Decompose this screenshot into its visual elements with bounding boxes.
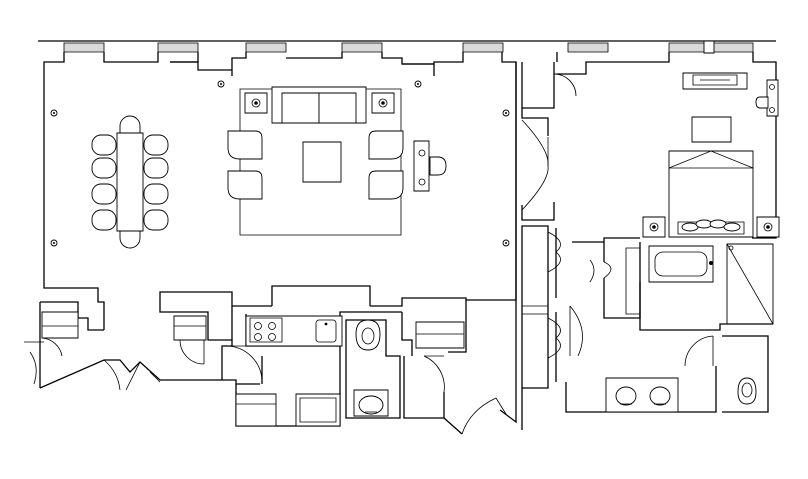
powder-room <box>346 320 400 418</box>
bench <box>692 117 731 142</box>
desk-chair <box>414 141 446 191</box>
bath-door <box>685 336 713 366</box>
double-door-hall <box>522 120 548 210</box>
appliance-2 <box>296 394 340 426</box>
closets <box>522 226 561 388</box>
side-tables <box>245 93 394 113</box>
north-wall <box>38 41 776 53</box>
double-vanity <box>606 378 678 412</box>
dining-chairs-right <box>144 135 168 230</box>
bedroom-armchair <box>756 80 778 116</box>
tv-console <box>683 73 747 89</box>
powder-sink <box>354 390 388 416</box>
dining-table <box>92 116 168 248</box>
kitchen-counter <box>246 316 342 346</box>
entry-double-door <box>104 360 160 390</box>
bedroom-door <box>554 74 576 96</box>
armchairs <box>228 131 403 199</box>
south-zone <box>24 286 516 434</box>
coffee-table <box>303 142 341 182</box>
nightstands <box>643 217 779 237</box>
shower <box>727 244 773 324</box>
living-area <box>228 87 403 235</box>
bed <box>669 151 753 237</box>
window-strips <box>64 41 753 53</box>
entry-hall <box>522 62 576 220</box>
dining-chairs-left <box>92 135 116 230</box>
closet-door <box>570 306 583 356</box>
ceiling-fixtures <box>51 81 509 246</box>
appliance-1 <box>236 394 276 426</box>
bedroom-outline <box>557 52 776 242</box>
bathtub <box>649 246 713 282</box>
bath-toilet <box>738 378 756 404</box>
bathroom <box>566 242 773 412</box>
kitchen-door <box>226 346 262 384</box>
entry-door-west <box>24 342 44 384</box>
powder-toilet <box>356 320 380 350</box>
sofa <box>272 87 366 123</box>
